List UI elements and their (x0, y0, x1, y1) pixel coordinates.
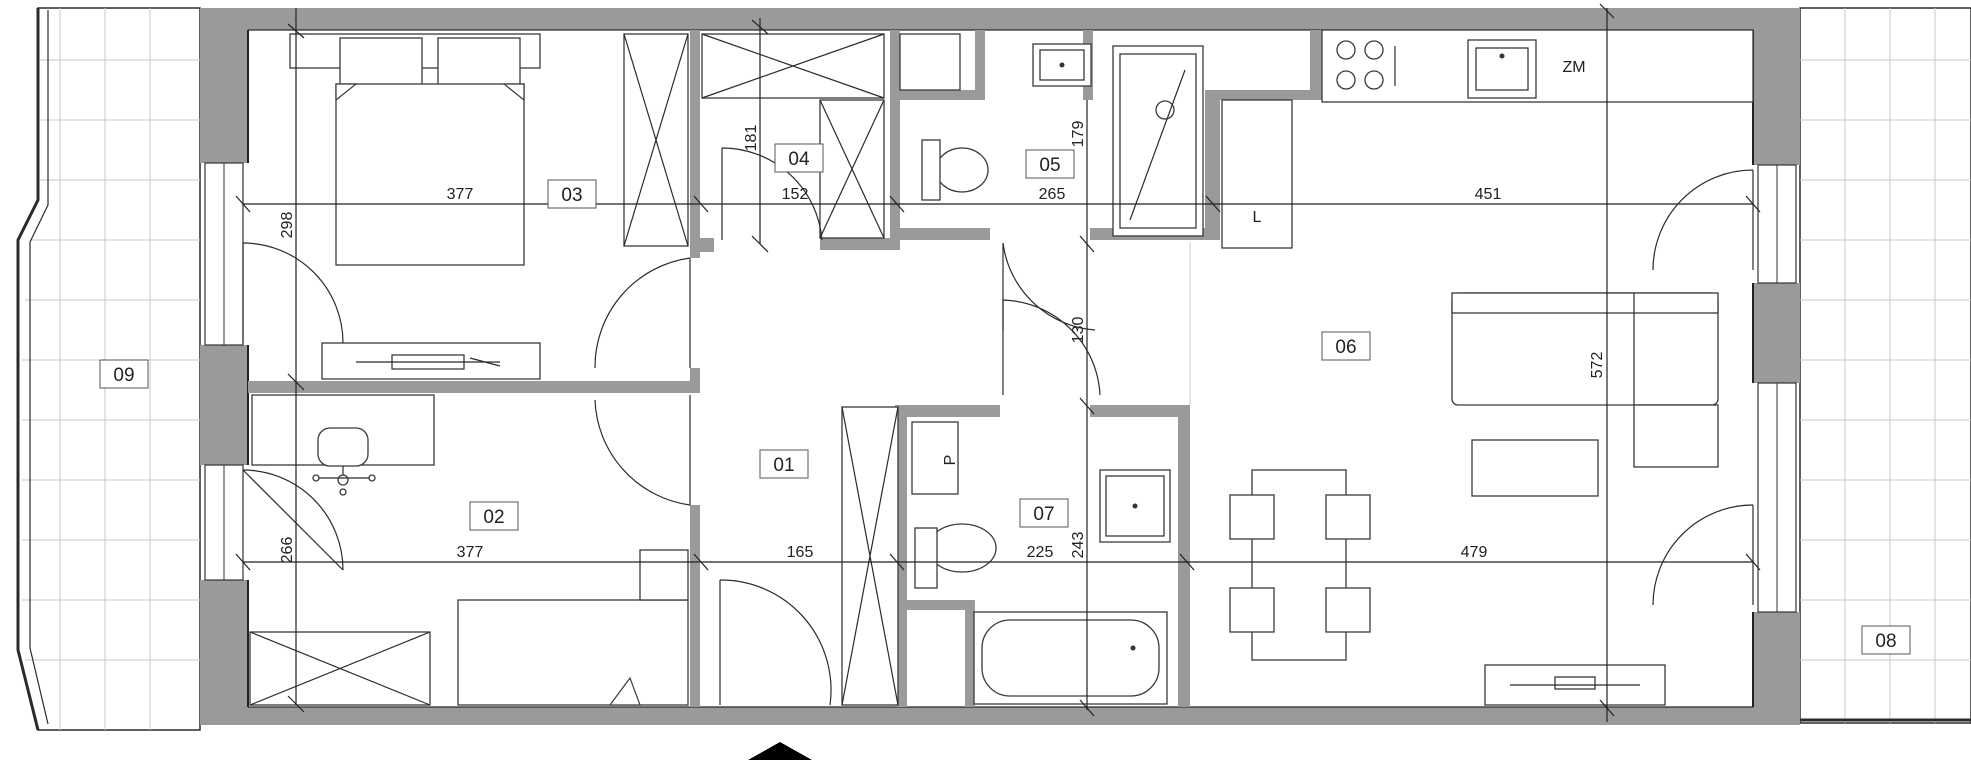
room-label-06: 06 (1335, 337, 1356, 358)
dim-225: 225 (1027, 544, 1054, 561)
room-label-09: 09 (113, 365, 134, 386)
dim-266: 266 (279, 537, 296, 564)
fixture-label-l: L (1253, 209, 1262, 226)
fixture-labels: ZM L P (942, 59, 1586, 465)
room-label-02: 02 (483, 507, 504, 528)
dim-298: 298 (279, 212, 296, 239)
window-right-top (1757, 164, 1797, 284)
dimension-labels: 377 152 265 451 377 165 225 479 298 266 … (279, 121, 1606, 564)
room-label-05: 05 (1039, 155, 1060, 176)
room-05-bathroom (899, 33, 1204, 331)
dimension-lines (235, 3, 1761, 722)
room-03-furniture (242, 33, 689, 380)
dim-377-top: 377 (447, 186, 474, 203)
dim-152: 152 (782, 186, 809, 203)
dim-479: 479 (1461, 544, 1488, 561)
dim-165: 165 (787, 544, 814, 561)
room-02-furniture (242, 394, 689, 706)
dim-181: 181 (743, 125, 760, 152)
dim-265: 265 (1039, 186, 1066, 203)
dim-451: 451 (1475, 186, 1502, 203)
dim-572: 572 (1589, 352, 1606, 379)
window-left-02 (204, 464, 244, 581)
room-label-08: 08 (1875, 631, 1896, 652)
room-01-hall (594, 257, 899, 760)
fixture-label-p: P (942, 455, 959, 466)
room-label-01: 01 (773, 455, 794, 476)
room-06-living (1189, 29, 1754, 706)
room-label-04: 04 (788, 149, 810, 170)
room-labels: 01 02 03 04 05 06 07 08 09 (99, 143, 1911, 655)
dim-179: 179 (1070, 121, 1087, 148)
room-label-07: 07 (1033, 504, 1054, 525)
room-04-closet (701, 33, 885, 241)
dim-377-bottom: 377 (457, 544, 484, 561)
room-07-bathroom (911, 299, 1171, 705)
window-left-03 (204, 162, 244, 346)
fixture-label-zm: ZM (1562, 59, 1585, 76)
dim-130: 130 (1070, 317, 1087, 344)
room-label-03: 03 (561, 185, 582, 206)
dim-243: 243 (1070, 532, 1087, 559)
window-right-bottom (1757, 382, 1797, 613)
balcony-08 (1799, 7, 1971, 724)
outer-walls (200, 8, 1800, 725)
